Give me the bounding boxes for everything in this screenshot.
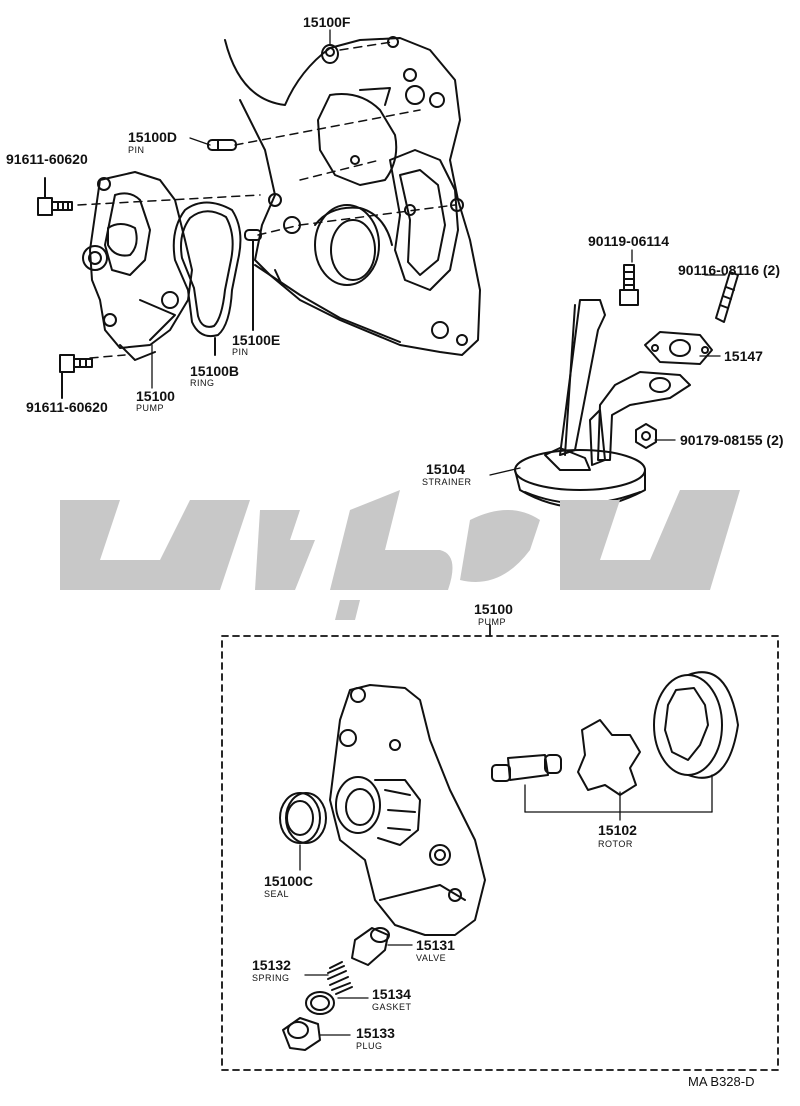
- label-15100D: 15100D: [128, 129, 178, 145]
- label-90116: 90116-08116 (2): [678, 262, 780, 278]
- label-15134: 15134: [372, 986, 411, 1002]
- gasket-15147: [644, 331, 713, 365]
- nut-90179: [635, 423, 657, 449]
- valve-15131: [351, 927, 390, 966]
- label-15100: 15100: [136, 388, 175, 404]
- oil-pump-upper: [82, 171, 193, 361]
- sublabel-15132: SPRING: [252, 973, 290, 983]
- label-90179: 90179-08155 (2): [680, 432, 784, 448]
- sublabel-15100D: PIN: [128, 145, 145, 155]
- label-15147: 15147: [724, 348, 763, 364]
- label-15100-box: 15100: [474, 601, 513, 617]
- timing-cover: [224, 37, 481, 356]
- sublabel-15100: PUMP: [136, 403, 165, 413]
- rotor-shaft: [491, 754, 562, 782]
- label-15100E: 15100E: [232, 332, 281, 348]
- leader-lines-bottom: [299, 844, 413, 1036]
- label-91611-bottom: 91611-60620: [26, 399, 108, 415]
- sublabel-15102: ROTOR: [598, 839, 633, 849]
- gasket-15134: [305, 991, 335, 1015]
- pin-15100D: [207, 139, 237, 151]
- rotor-bracket: [524, 774, 713, 821]
- plug-15133: [282, 1017, 321, 1051]
- label-15100F: 15100F: [303, 14, 351, 30]
- rotor-outer: [653, 671, 739, 779]
- label-15100B: 15100B: [190, 363, 240, 379]
- sublabel-15100C: SEAL: [264, 889, 290, 899]
- label-15100C: 15100C: [264, 873, 314, 889]
- seal-15100C: [279, 792, 327, 844]
- label-15131: 15131: [416, 937, 455, 953]
- label-15132: 15132: [252, 957, 291, 973]
- label-15102: 15102: [598, 822, 637, 838]
- alignment-lines: [77, 41, 456, 359]
- sublabel-15100-box: PUMP: [478, 617, 507, 627]
- pin-15100E: [244, 229, 262, 331]
- pump-body: [329, 684, 486, 936]
- leader-lines-top: [151, 29, 726, 476]
- bolt-91611-top: [37, 177, 73, 216]
- label-15104: 15104: [426, 461, 465, 477]
- pump-assembly-box: [221, 624, 779, 1071]
- sublabel-15100B: RING: [190, 378, 215, 388]
- bolt-91611-bottom: [59, 354, 93, 399]
- stud-90116: [715, 271, 739, 323]
- spring-15132: [327, 961, 353, 995]
- sublabel-15133: PLUG: [356, 1041, 383, 1051]
- sublabel-15104: STRAINER: [422, 477, 472, 487]
- bolt-90119: [619, 264, 639, 306]
- figure-code: MA B328-D: [688, 1074, 755, 1089]
- label-90119: 90119-06114: [588, 233, 669, 249]
- label-91611-top: 91611-60620: [6, 151, 88, 167]
- watermark-logo: [60, 490, 740, 620]
- strainer-15104: [514, 299, 691, 509]
- sublabel-15131: VALVE: [416, 953, 447, 963]
- ring-15100B: [172, 201, 242, 356]
- sublabel-15100E: PIN: [232, 347, 249, 357]
- label-15133: 15133: [356, 1025, 395, 1041]
- rotor-inner: [577, 719, 641, 796]
- sublabel-15134: GASKET: [372, 1002, 412, 1012]
